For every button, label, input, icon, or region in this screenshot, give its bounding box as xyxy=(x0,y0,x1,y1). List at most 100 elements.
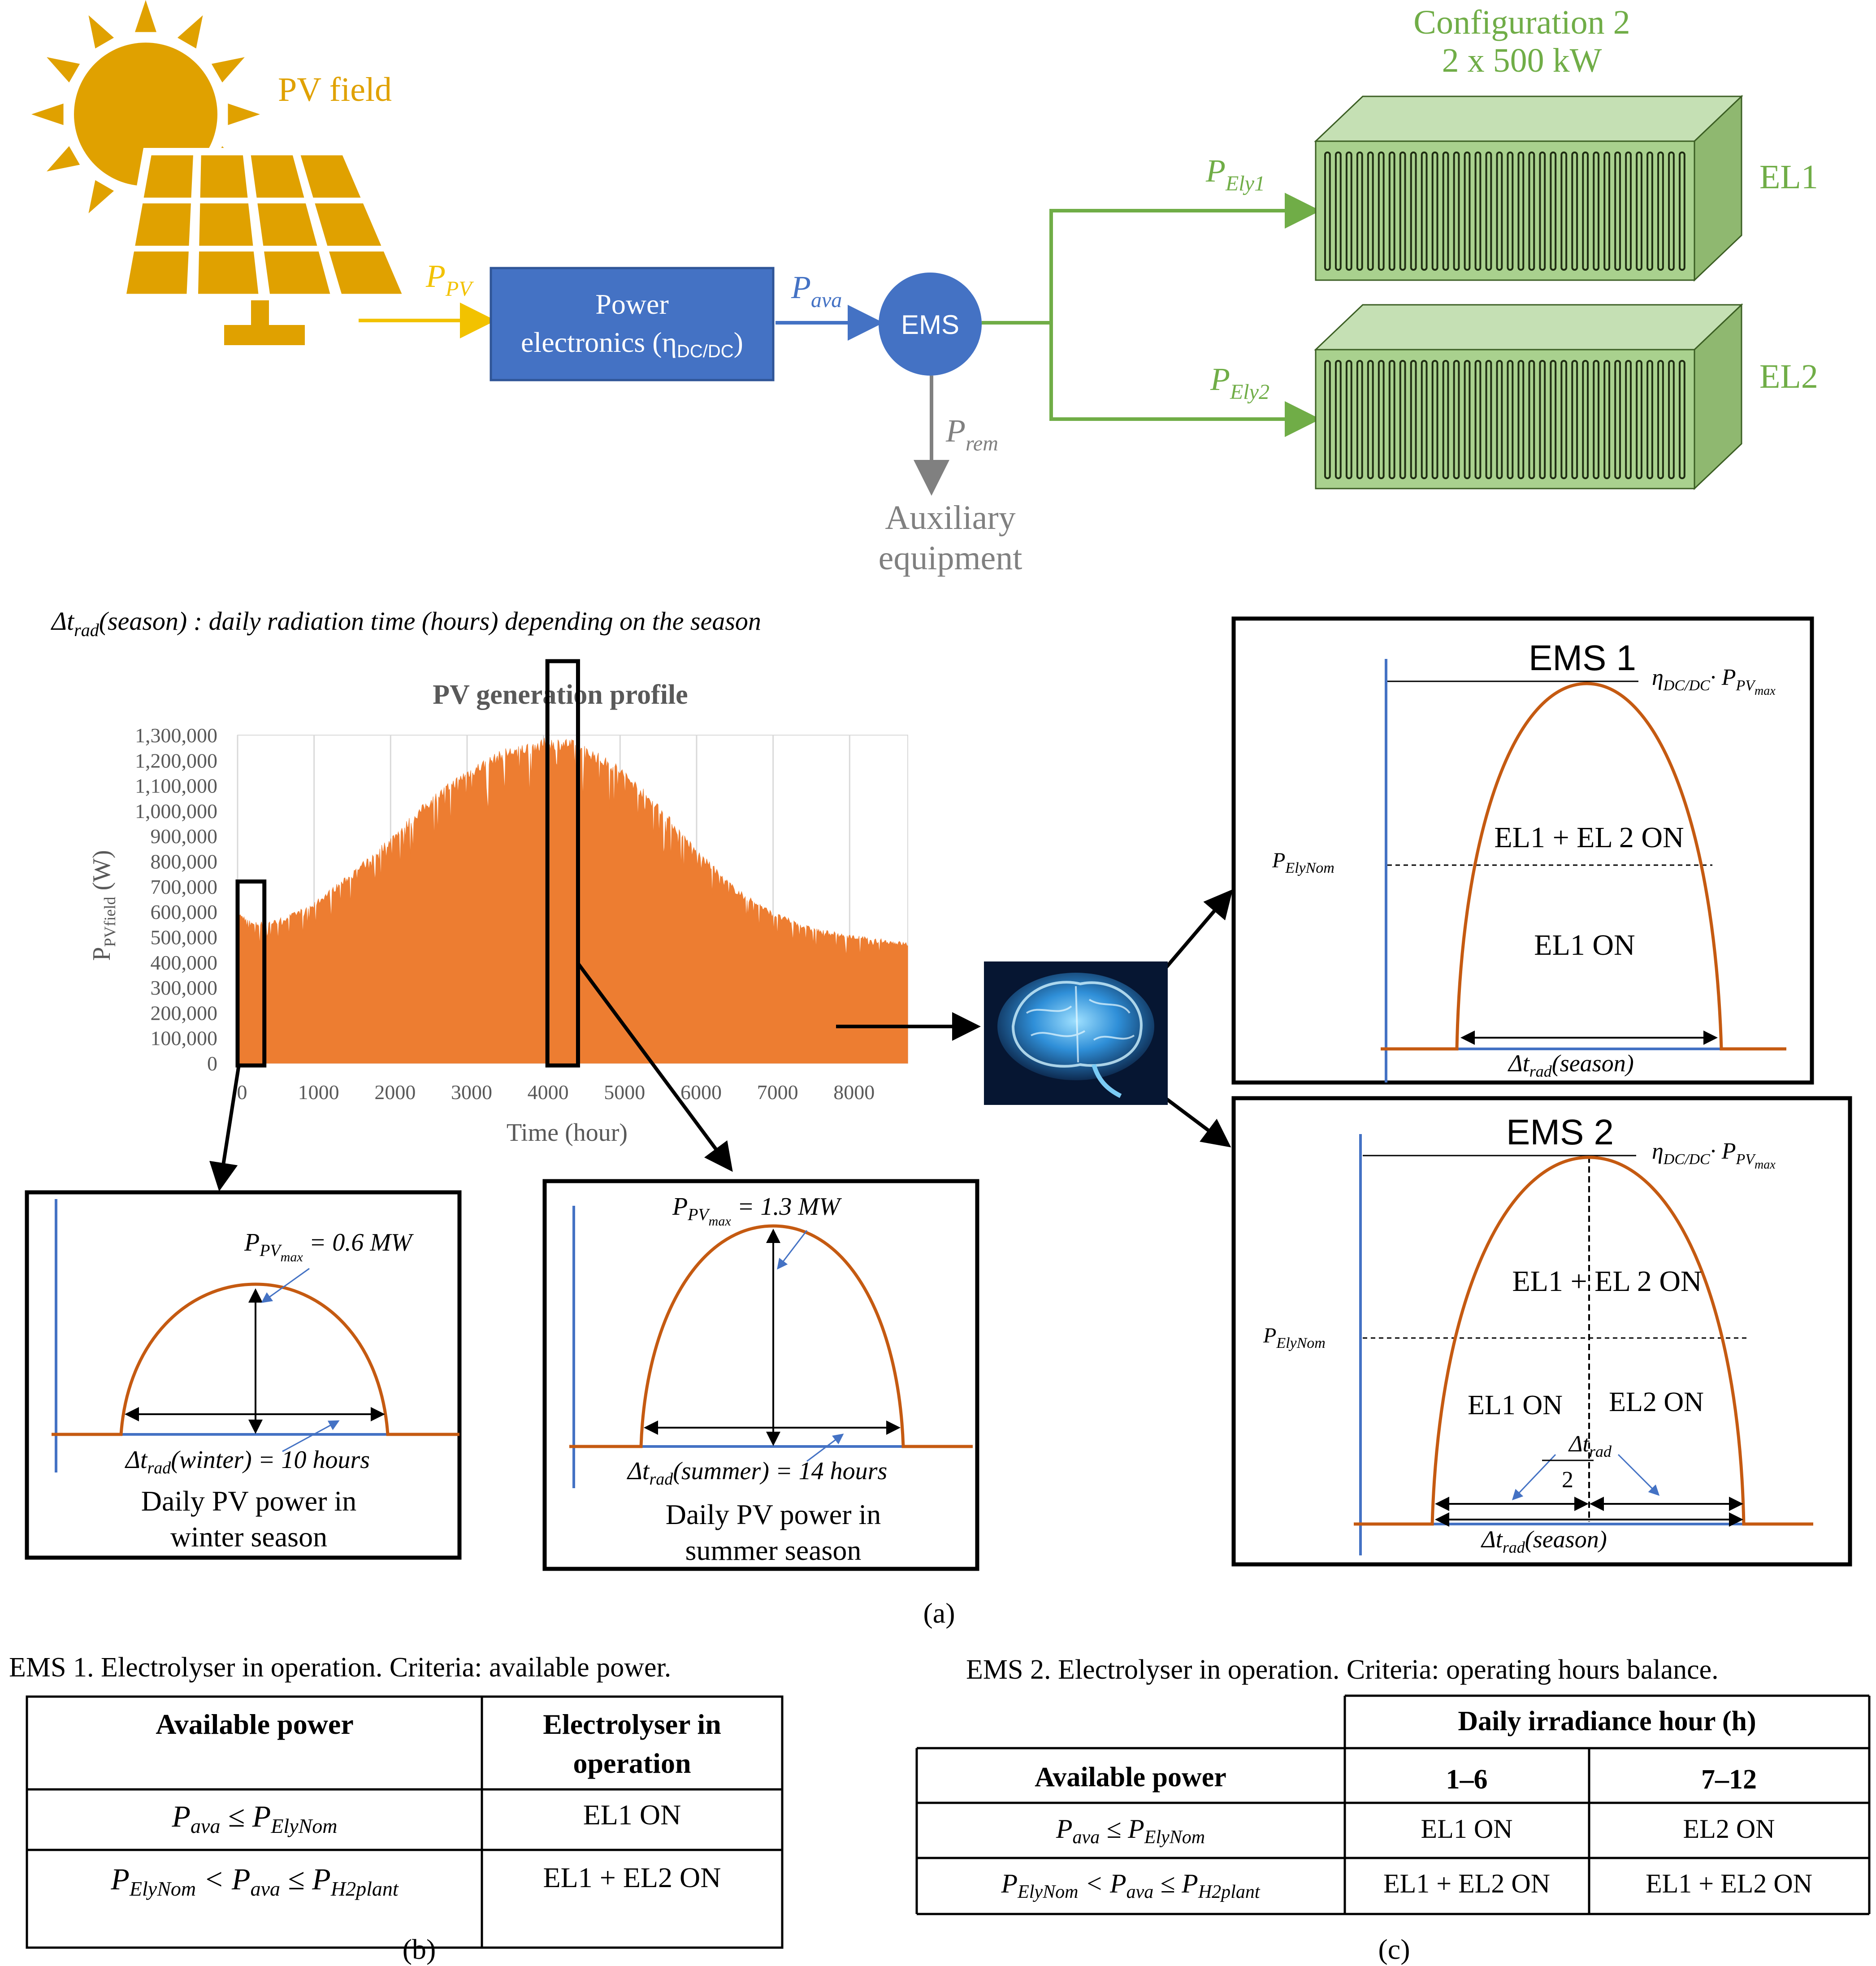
ely-slot xyxy=(1560,360,1568,479)
sun-ray xyxy=(228,104,260,125)
sun-ray xyxy=(211,57,245,83)
summer-caption-line1: Daily PV power in xyxy=(666,1498,881,1530)
panel-cell xyxy=(329,251,402,294)
y-tick-label: 0 xyxy=(207,1052,217,1075)
ely-slot xyxy=(1507,360,1514,479)
panel-cell xyxy=(143,155,193,198)
sun-ray xyxy=(135,0,156,32)
ems1-lower-text: EL1 ON xyxy=(1534,929,1635,961)
ely-slot xyxy=(1636,152,1642,271)
y-tick-label: 800,000 xyxy=(151,850,218,873)
sun-ray xyxy=(88,180,114,213)
ely-slot xyxy=(1679,152,1685,271)
ely-slot xyxy=(1431,152,1438,271)
p-rem-label: Prem xyxy=(945,413,998,455)
ely-slot xyxy=(1571,360,1578,479)
table-c-row1-v1: EL1 ON xyxy=(1421,1814,1513,1844)
chart-area-series xyxy=(237,738,908,1064)
panel-cell xyxy=(126,251,189,294)
p-ava-label: Pava xyxy=(791,269,842,312)
ely-slot xyxy=(1528,152,1535,271)
ely-slot xyxy=(1550,152,1557,271)
table-c-group-header: Daily irradiance hour (h) xyxy=(1458,1706,1756,1736)
chart-y-ticks: 0100,000200,000300,000400,000500,000600,… xyxy=(135,724,217,1075)
ems1-eta-label: ηDC/DC· PPVmax xyxy=(1652,665,1776,698)
ely-slot xyxy=(1345,360,1352,479)
table-b-title: EMS 1. Electrolyser in operation. Criter… xyxy=(9,1652,671,1683)
table-b: EMS 1. Electrolyser in operation. Criter… xyxy=(9,1652,784,1965)
ems2-lower-left-text: EL1 ON xyxy=(1468,1390,1563,1420)
ely-slot xyxy=(1464,360,1471,479)
ems1-panel: EMS 1 ηDC/DC· PPVmax PElyNom EL1 + EL 2 … xyxy=(1231,616,1814,1085)
power-electronics-line2: electronics (ηDC/DC) xyxy=(521,326,743,361)
ems2-title: EMS 2 xyxy=(1506,1112,1614,1152)
ely-slot xyxy=(1539,152,1546,271)
ems1-nom-label: PElyNom xyxy=(1272,849,1334,876)
ems2-curve xyxy=(1354,1156,1813,1526)
ely-slot xyxy=(1571,152,1578,271)
ely-slot xyxy=(1378,360,1385,479)
ely-slot xyxy=(1657,152,1664,271)
ely-slot xyxy=(1410,360,1417,479)
y-tick-label: 200,000 xyxy=(151,1001,218,1024)
table-b-header-col1: Available power xyxy=(156,1708,353,1740)
power-electronics-line1: Power xyxy=(595,288,669,320)
ely-slot xyxy=(1517,360,1525,479)
el1-label: EL1 xyxy=(1759,158,1818,196)
config-line1: Configuration 2 xyxy=(1413,4,1630,41)
ems2-delta-label: Δtrad(season) xyxy=(1481,1526,1607,1556)
summer-caption-line2: summer season xyxy=(685,1534,862,1566)
ely-slot xyxy=(1421,360,1428,479)
panel-cell xyxy=(251,155,304,198)
pv-generation-chart: PV generation profile 0100,000200,000300… xyxy=(88,659,908,1147)
table-c-header-col1: Available power xyxy=(1035,1762,1226,1793)
x-tick-label: 3000 xyxy=(451,1081,492,1104)
ely-slot xyxy=(1442,360,1449,479)
panel-cell xyxy=(135,203,191,246)
ely-slot xyxy=(1625,360,1632,479)
x-tick-label: 2000 xyxy=(374,1081,416,1104)
y-tick-label: 100,000 xyxy=(151,1027,218,1050)
panel-cell xyxy=(315,203,381,246)
table-b-row2-condition: PElyNom < Pava ≤ PH2plant xyxy=(110,1862,399,1900)
sun-ray xyxy=(31,104,64,125)
ems-node xyxy=(879,273,982,376)
winter-daily-curve xyxy=(52,1282,459,1436)
ely-slot xyxy=(1582,360,1589,479)
ely-slot xyxy=(1345,152,1352,271)
table-b-row2-value: EL1 + EL2 ON xyxy=(543,1862,721,1893)
ems2-half-numerator: Δtrad xyxy=(1568,1431,1612,1460)
panel-cell xyxy=(264,251,330,294)
p-pv-label: PPV xyxy=(425,258,474,301)
table-c-title: EMS 2. Electrolyser in operation. Criter… xyxy=(966,1654,1719,1685)
table-c-header-col2: 1–6 xyxy=(1446,1764,1488,1795)
pv-field-label: PV field xyxy=(278,71,392,108)
p-ely2-label: PEly2 xyxy=(1210,361,1269,404)
ely-slot xyxy=(1582,152,1589,271)
ely-slot xyxy=(1550,360,1557,479)
chart-highlight-windows xyxy=(235,659,580,1068)
ely-slot xyxy=(1603,360,1611,479)
table-c-row2-v2: EL1 + EL2 ON xyxy=(1646,1869,1812,1898)
config-line2: 2 x 500 kW xyxy=(1442,42,1602,79)
ely-slot xyxy=(1593,360,1600,479)
ely-slot xyxy=(1603,152,1611,271)
table-c: EMS 2. Electrolyser in operation. Criter… xyxy=(915,1654,1871,1965)
panel-cell xyxy=(199,203,253,246)
panel-cell xyxy=(198,251,259,294)
x-tick-label: 1000 xyxy=(298,1081,339,1104)
ely-slot xyxy=(1464,152,1471,271)
y-tick-label: 1,000,000 xyxy=(135,800,217,823)
winter-link-arrow xyxy=(209,1064,241,1191)
p-ely1-arrow xyxy=(982,193,1321,325)
ely-slot xyxy=(1474,360,1482,479)
summer-pmax-label: PPVmax = 1.3 MW xyxy=(672,1193,842,1229)
table-c-header-col3: 7–12 xyxy=(1701,1764,1757,1795)
ely-slot xyxy=(1668,360,1675,479)
winter-panel: PPVmax = 0.6 MW Δtrad(winter) = 10 hours… xyxy=(25,1190,462,1560)
ely-slot xyxy=(1539,360,1546,479)
y-tick-label: 1,300,000 xyxy=(135,724,217,747)
ems2-half-denominator: 2 xyxy=(1562,1467,1573,1493)
